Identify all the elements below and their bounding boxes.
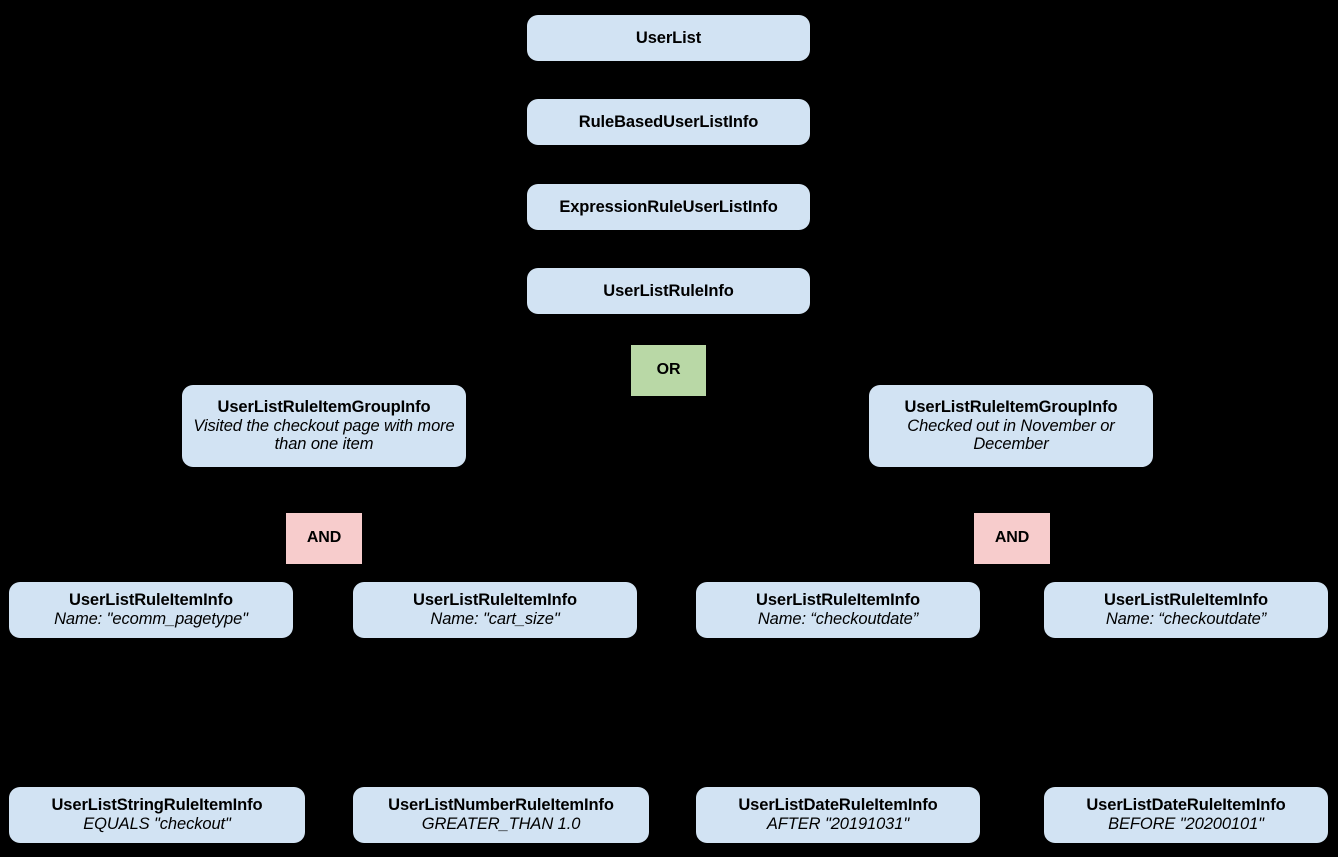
- node-title: UserListRuleItemInfo: [413, 591, 577, 610]
- node-userlistruleinfo[interactable]: UserListRuleInfo: [527, 268, 810, 314]
- node-rulebaseduserlistinfo[interactable]: RuleBasedUserListInfo: [527, 99, 810, 145]
- node-userlist[interactable]: UserList: [527, 15, 810, 61]
- node-subtitle: Name: "cart_size": [430, 610, 560, 628]
- node-subtitle: AFTER "20191031": [766, 815, 910, 833]
- node-title: AND: [306, 529, 342, 547]
- node-and-operator-right[interactable]: AND: [974, 513, 1050, 564]
- edge-userlistruleinfo-to-group-left: [323, 313, 670, 379]
- node-title: UserList: [635, 28, 702, 47]
- edge-userlistruleinfo-to-group-right: [667, 313, 1012, 379]
- node-expressionruleuserlistinfo[interactable]: ExpressionRuleUserListInfo: [527, 184, 810, 230]
- node-title: RuleBasedUserListInfo: [578, 112, 759, 131]
- node-title: UserListRuleInfo: [603, 281, 734, 300]
- node-title: AND: [994, 529, 1030, 547]
- edge-ruleitem-cart-size-to-numberruleiteminfo: [494, 637, 502, 781]
- node-or-operator[interactable]: OR: [631, 345, 706, 396]
- node-and-operator-left[interactable]: AND: [286, 513, 362, 564]
- node-title: UserListRuleItemInfo: [69, 591, 233, 610]
- node-title: UserListRuleItemInfo: [1104, 591, 1268, 610]
- node-title: ExpressionRuleUserListInfo: [559, 197, 778, 216]
- node-title: UserListRuleItemInfo: [756, 591, 920, 610]
- node-subtitle: Name: “checkoutdate”: [757, 610, 919, 628]
- node-subtitle: Visited the checkout page with more than…: [193, 416, 455, 454]
- node-title: UserListNumberRuleItemInfo: [388, 796, 614, 815]
- node-title: UserListDateRuleItemInfo: [738, 796, 938, 815]
- edge-ruleitem-ecomm-pagetype-to-stringruleiteminfo: [150, 637, 158, 781]
- node-title: OR: [656, 361, 681, 379]
- node-subtitle: Checked out in November or December: [907, 416, 1115, 454]
- node-title: UserListDateRuleItemInfo: [1086, 796, 1286, 815]
- node-subtitle: GREATER_THAN 1.0: [421, 815, 581, 833]
- node-title: UserListRuleItemGroupInfo: [904, 397, 1118, 416]
- node-subtitle: Name: “checkoutdate”: [1105, 610, 1267, 628]
- node-title: UserListRuleItemGroupInfo: [217, 397, 431, 416]
- node-subtitle: BEFORE "20200101": [1108, 815, 1264, 833]
- node-subtitle: EQUALS "checkout": [83, 815, 231, 833]
- node-title: UserListStringRuleItemInfo: [51, 796, 263, 815]
- node-subtitle: Name: "ecomm_pagetype": [54, 610, 248, 628]
